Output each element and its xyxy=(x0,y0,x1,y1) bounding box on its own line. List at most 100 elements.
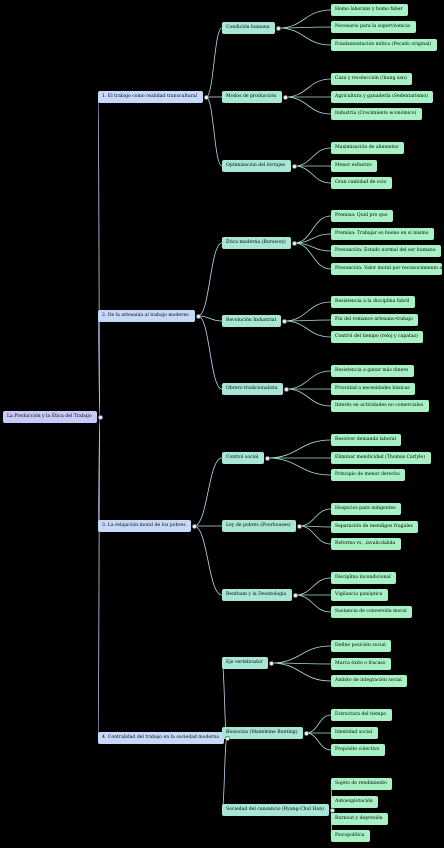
edge-2-2-1 xyxy=(283,301,332,322)
edge-1-3 xyxy=(205,96,223,167)
node-gran-cantidad-de-ocio[interactable]: Gran cantidad de ocio xyxy=(331,177,392,189)
node-1-el-trabajo-como-realidad-transcultural-collapse-toggle[interactable] xyxy=(203,94,209,100)
node-industria-crecimiento-economico[interactable]: Industria (Crecimiento económico) xyxy=(331,108,422,120)
node-bentham-y-la-deontologia[interactable]: Bentham y la Deontología xyxy=(222,589,292,601)
edge-1-3-1 xyxy=(293,147,332,167)
edge-2-1-1 xyxy=(293,215,332,244)
node-etica-moderna-burawoy[interactable]: Ética moderna (Burawoy) xyxy=(222,237,291,249)
node-principio-de-menor-derecho[interactable]: Principio de menor derecho xyxy=(331,469,405,481)
edge-1-2-3 xyxy=(284,96,332,115)
node-revolucion-industrial[interactable]: Revolución Industrial xyxy=(222,315,281,327)
node-caza-y-recoleccion-kung-san[interactable]: Caza y recolección (!kung san) xyxy=(331,73,412,85)
node-1-el-trabajo-como-realidad-transcultural[interactable]: 1. El trabajo como realidad transcultura… xyxy=(98,91,203,103)
node-3-la-relajacion-moral-de-los-pobres[interactable]: 3. La relajación moral de los pobres xyxy=(98,520,191,532)
node-etica-moderna-burawoy-collapse-toggle[interactable] xyxy=(291,240,297,246)
edge-4-1-1 xyxy=(270,645,332,664)
node-interes-en-actividades-no-comerciales[interactable]: Interés en actividades no comerciales xyxy=(331,400,429,412)
node-burnout-y-depresion[interactable]: Burnout y depresión xyxy=(331,813,388,825)
node-ley-de-pobres-poorhouses[interactable]: Ley de pobres (Poorhouses) xyxy=(222,520,296,532)
node-ley-de-pobres-poorhouses-collapse-toggle[interactable] xyxy=(296,523,302,529)
node-sustancia-de-conversion-moral[interactable]: Sustancia de conversión moral xyxy=(331,606,412,618)
node-eje-vertebrador[interactable]: Eje vertebrador xyxy=(222,657,268,669)
node-hospicios-para-indigentes[interactable]: Hospicios para indigentes xyxy=(331,503,401,515)
node-prioridad-a-necesidades-basicas[interactable]: Prioridad a necesidades básicas xyxy=(331,383,415,395)
edge-1-1-1 xyxy=(277,9,332,29)
edge-3-2-3 xyxy=(298,525,332,545)
edge-1-1-3 xyxy=(277,27,332,46)
node-necesario-para-la-supervivencia[interactable]: Necesario para la supervivencia xyxy=(331,21,416,33)
edge-3-3-1 xyxy=(294,577,332,596)
node-biosocius-madeleine-bunting-collapse-toggle[interactable] xyxy=(303,730,309,736)
node-bentham-y-la-deontologia-collapse-toggle[interactable] xyxy=(292,592,298,598)
edge-3-3-3 xyxy=(294,594,332,613)
node-condicion-humana-collapse-toggle[interactable] xyxy=(275,25,281,31)
node-proposito-colectivo[interactable]: Propósito colectivo xyxy=(331,744,385,756)
edge-2-3 xyxy=(197,315,223,390)
node-agricultura-y-ganaderia-sedentarismo[interactable]: Agricultura y ganadería (Sedentarismo) xyxy=(331,91,433,103)
edge-root-4 xyxy=(97,416,101,739)
node-psicopolitica[interactable]: Psicopolítica xyxy=(331,830,370,842)
node-presuncion-estado-normal-del-ser-humano[interactable]: Presunción: Estado normal del ser humano xyxy=(331,245,441,257)
node-optimizacion-del-forrajeo-collapse-toggle[interactable] xyxy=(291,163,297,169)
edge-2-1-2 xyxy=(293,233,332,244)
node-control-del-tiempo-reloj-y-capataz[interactable]: Control del tiempo (reloj y capataz) xyxy=(331,331,423,343)
node-obrero-tradicionalista-collapse-toggle[interactable] xyxy=(283,386,289,392)
edge-2-3-3 xyxy=(285,388,332,407)
edge-3-2-1 xyxy=(298,508,332,527)
node-biosocius-madeleine-bunting[interactable]: Biosocius (Madeleine Bunting) xyxy=(222,727,303,739)
node-separacion-de-mendigos-frugales[interactable]: Separación de mendigos frugales xyxy=(331,521,418,533)
node-eje-vertebrador-collapse-toggle[interactable] xyxy=(268,660,274,666)
edge-4-2-3 xyxy=(305,732,332,751)
edge-4-3 xyxy=(221,737,228,811)
edge-3-1-1 xyxy=(266,439,332,459)
node-ambito-de-integracion-social[interactable]: Ámbito de integración social xyxy=(331,675,407,687)
node-menor-esfuerzo[interactable]: Menor esfuerzo xyxy=(331,160,377,172)
node-define-posicion-social[interactable]: Define posición social xyxy=(331,640,391,652)
node-fundamentacion-mitica-pecado-original[interactable]: Fundamentación mítica (Pecado original) xyxy=(331,39,437,51)
node-maximizacion-de-alimentos[interactable]: Maximización de alimentos xyxy=(331,142,404,154)
node-la-produccion-y-la-etica-del-trabajo[interactable]: La Producción y la Ética del Trabajo xyxy=(3,411,97,423)
node-sujeto-de-rendimiento[interactable]: Sujeto de rendimiento xyxy=(331,778,392,790)
node-2-de-la-artesania-al-trabajo-moderno[interactable]: 2. De la artesanía al trabajo moderno xyxy=(98,310,195,322)
node-resistencia-a-ganar-mas-dinero[interactable]: Resistencia a ganar más dinero xyxy=(331,365,414,377)
node-eliminar-mendicidad-thomas-carlyle[interactable]: Eliminar mendicidad (Thomas Carlyle) xyxy=(331,452,431,464)
node-4-centralidad-del-trabajo-en-la-sociedad-collapse-toggle[interactable] xyxy=(224,735,230,741)
node-reforma-vs-invalicdalida[interactable]: Reforma vs. ,invalicdalida xyxy=(331,538,401,550)
node-4-centralidad-del-trabajo-en-la-sociedad[interactable]: 4. Centralidad del trabajo en la socieda… xyxy=(98,732,224,744)
node-resolver-demanda-laboral[interactable]: Resolver demanda laboral xyxy=(331,434,401,446)
node-sociedad-del-cansancio-byung-chul-han-collapse-toggle[interactable] xyxy=(329,807,335,813)
node-condicion-humana[interactable]: Condición humana xyxy=(222,22,275,34)
node-fin-del-romance-artesano-trabajo[interactable]: Fin del romance artesano-trabajo xyxy=(331,314,418,326)
node-resistencia-a-la-disciplina-fabril[interactable]: Resistencia a la disciplina fabril xyxy=(331,296,415,308)
node-modos-de-produccion[interactable]: Modos de producción xyxy=(222,91,282,103)
node-optimizacion-del-forrajeo[interactable]: Optimización del forrajeo xyxy=(222,160,291,172)
node-control-social-collapse-toggle[interactable] xyxy=(264,455,270,461)
node-vigilancia-panoptica[interactable]: Vigilancia panóptica xyxy=(331,589,388,601)
node-marca-exito-o-fracaso[interactable]: Marca éxito o fracaso xyxy=(331,658,391,670)
node-estructura-del-tiempo[interactable]: Estructura del tiempo xyxy=(331,709,392,721)
edge-2-2-3 xyxy=(283,320,332,338)
node-modos-de-produccion-collapse-toggle[interactable] xyxy=(282,94,288,100)
edge-2-1-4 xyxy=(293,242,332,270)
node-sociedad-del-cansancio-byung-chul-han[interactable]: Sociedad del cansancio (Byung-Chul Han) xyxy=(222,804,329,816)
node-revolucion-industrial-collapse-toggle[interactable] xyxy=(281,318,287,324)
node-disciplina-incondicional[interactable]: Disciplina incondicional xyxy=(331,572,396,584)
edge-1-1 xyxy=(205,27,223,98)
edge-2-3-1 xyxy=(285,370,332,390)
node-obrero-tradicionalista[interactable]: Obrero tradicionalista xyxy=(222,383,283,395)
node-homo-laborans-y-homo-faber[interactable]: Homo laborans y homo faber xyxy=(331,4,408,16)
edge-1-3-3 xyxy=(293,165,332,184)
node-premisa-trabajar-es-bueno-en-si-mismo[interactable]: Premisa: Trabajar es bueno en sí mismo xyxy=(331,228,434,240)
node-root-collapse-toggle[interactable] xyxy=(97,414,103,420)
node-control-social[interactable]: Control social xyxy=(222,452,264,464)
node-2-de-la-artesania-al-trabajo-moderno-collapse-toggle[interactable] xyxy=(195,313,201,319)
edge-4-2-1 xyxy=(305,714,332,734)
node-autoexplotacion[interactable]: Autoexplotación xyxy=(331,796,378,808)
node-presuncion-valor-moral-por-reconocimient[interactable]: Presunción: Valor moral por reconocimien… xyxy=(331,263,442,275)
node-3-la-relajacion-moral-de-los-pobres-collapse-toggle[interactable] xyxy=(191,523,197,529)
edge-2-1 xyxy=(197,242,223,317)
edge-4-1-3 xyxy=(270,662,332,682)
node-premisa-quid-pro-quo[interactable]: Premisa: Quid pro quo xyxy=(331,210,393,222)
node-identidad-social[interactable]: Identidad social xyxy=(331,727,378,739)
